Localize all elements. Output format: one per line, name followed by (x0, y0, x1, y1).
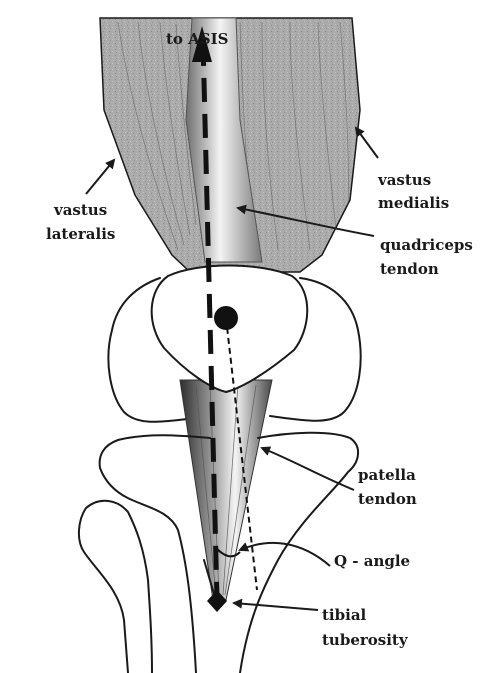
label-vastus-medialis: vastus medialis (377, 171, 449, 212)
label-patella-tendon: patella tendon (358, 466, 421, 508)
tibial-tuberosity-marker (207, 590, 227, 612)
fibula (78, 499, 153, 673)
patella-tendon (179, 379, 273, 601)
patella-tendon-axis-dotted-line (225, 317, 258, 591)
quadriceps-tendon-arrow (236, 204, 375, 237)
asis-arrow-head (192, 26, 212, 62)
patella-tendon-arrow (260, 446, 355, 491)
tibia (98, 431, 359, 673)
q-angle-arrow (238, 541, 331, 567)
vastus-lateralis-arrow (85, 158, 116, 195)
vastus-medialis-arrow (354, 126, 379, 159)
label-to-asis: to ASIS (166, 30, 228, 48)
label-q-angle: Q - angle (334, 552, 410, 570)
q-angle-arc (215, 547, 241, 558)
label-vastus-lateralis: vastus lateralis (46, 201, 115, 243)
tibial-tuberosity-arrow (232, 598, 319, 611)
asis-axis-dashed-line (200, 41, 220, 601)
label-quadriceps-tendon: quadriceps tendon (380, 236, 478, 278)
patella-center-dot (214, 306, 238, 330)
femoral-condyles (107, 277, 362, 423)
label-tibial-tuberosity: tibial tuberosity (322, 606, 409, 649)
